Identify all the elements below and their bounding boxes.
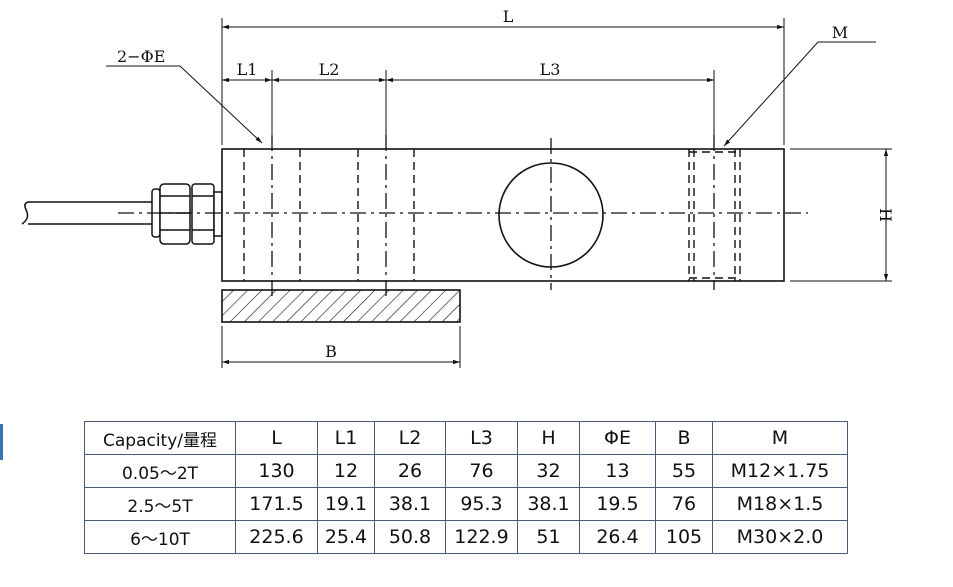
table-cell: 122.9 (445, 520, 518, 554)
load-cell-drawing: L L1 L2 L3 M 2−ΦE H B (21, 7, 895, 368)
label-l2: L2 (319, 60, 340, 79)
label-l: L (503, 7, 514, 26)
table-cell: 55 (655, 454, 713, 488)
left-accent-bar (0, 424, 3, 460)
label-h: H (876, 208, 895, 222)
cable-gland (151, 183, 223, 245)
specification-table: Capacity/量程 L L1 L2 L3 H ΦE B M 0.05～2T … (84, 421, 848, 554)
cable (21, 201, 152, 225)
label-m: M (832, 23, 848, 42)
table-cell: 25.4 (317, 520, 375, 554)
leader-lines (106, 41, 876, 147)
table-row: 2.5～5T 171.5 19.1 38.1 95.3 38.1 19.5 76… (84, 487, 848, 521)
table-cell: 105 (655, 520, 713, 554)
table-cell: 50.8 (374, 520, 446, 554)
table-cell: 26.4 (579, 520, 656, 554)
table-cell: 12 (317, 454, 375, 488)
center-lines (118, 135, 808, 298)
table-cell: 6～10T (84, 520, 236, 554)
label-l3: L3 (540, 60, 561, 79)
header-e: ΦE (579, 421, 656, 455)
table-cell: 171.5 (235, 487, 318, 521)
table-cell: 19.5 (579, 487, 656, 521)
table-cell: 19.1 (317, 487, 375, 521)
label-hole-diameter: 2−ΦE (117, 47, 165, 66)
table-row: 6～10T 225.6 25.4 50.8 122.9 51 26.4 105 … (84, 520, 848, 554)
hidden-lines (243, 149, 741, 281)
table-row: 0.05～2T 130 12 26 76 32 13 55 M12×1.75 (84, 454, 848, 488)
header-l2: L2 (374, 421, 446, 455)
table-cell: 0.05～2T (84, 454, 236, 488)
header-l3: L3 (445, 421, 518, 455)
header-h: H (517, 421, 580, 455)
table-cell: 95.3 (445, 487, 518, 521)
table-cell: 13 (579, 454, 656, 488)
center-bore-circle (498, 162, 604, 268)
table-cell: 38.1 (517, 487, 580, 521)
table-cell: M18×1.5 (712, 487, 848, 521)
table-cell: 26 (374, 454, 446, 488)
table-cell: 38.1 (374, 487, 446, 521)
label-l1: L1 (237, 60, 258, 79)
table-cell: 2.5～5T (84, 487, 236, 521)
mounting-base-plate (221, 289, 461, 323)
table-cell: M12×1.75 (712, 454, 848, 488)
label-b: B (325, 342, 337, 361)
header-m: M (712, 421, 848, 455)
table-header-row: Capacity/量程 L L1 L2 L3 H ΦE B M (84, 421, 848, 455)
load-cell-body (221, 148, 785, 282)
header-l1: L1 (317, 421, 375, 455)
dimension-lines (222, 24, 889, 365)
table-cell: 51 (517, 520, 580, 554)
table-cell: 76 (445, 454, 518, 488)
table-cell: 225.6 (235, 520, 318, 554)
header-capacity: Capacity/量程 (84, 421, 236, 455)
table-cell: 130 (235, 454, 318, 488)
header-l: L (235, 421, 318, 455)
header-b: B (655, 421, 713, 455)
table-cell: M30×2.0 (712, 520, 848, 554)
table-cell: 32 (517, 454, 580, 488)
table-cell: 76 (655, 487, 713, 521)
